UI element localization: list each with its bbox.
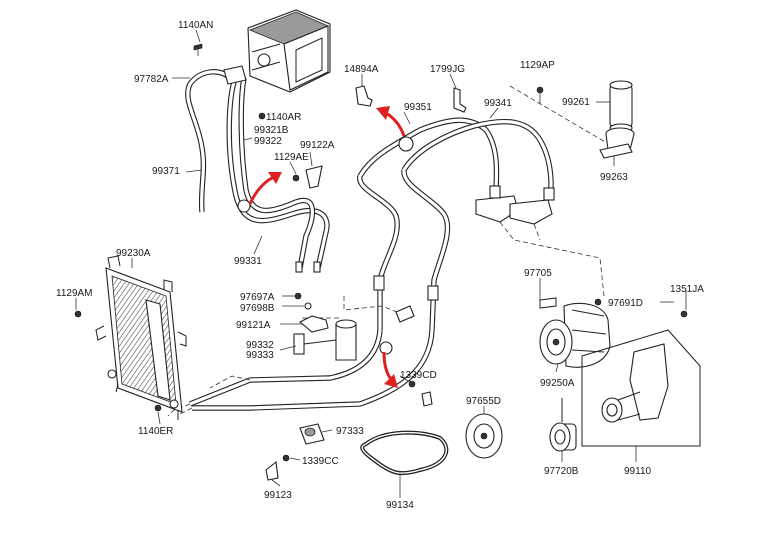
label-99321B: 99321B xyxy=(254,125,289,136)
hose-99351 xyxy=(357,117,500,330)
label-1351JA: 1351JA xyxy=(670,284,704,295)
label-99331: 99331 xyxy=(234,256,262,267)
label-97782A: 97782A xyxy=(134,74,169,85)
label-99122A: 99122A xyxy=(300,140,335,151)
liquid-line-99331 xyxy=(188,275,439,411)
label-99341: 99341 xyxy=(484,98,512,109)
tensioner-97720B xyxy=(549,398,577,452)
clamp-97333 xyxy=(299,423,325,445)
label-14894A: 14894A xyxy=(344,64,379,75)
label-99263: 99263 xyxy=(600,172,628,183)
label-1129AM: 1129AM xyxy=(56,288,93,299)
label-99121A: 99121A xyxy=(236,320,271,331)
hose-99321B xyxy=(223,65,330,273)
label-99332: 99332 xyxy=(246,340,274,351)
label-97333: 97333 xyxy=(336,426,364,437)
heater-hose-99371 xyxy=(185,69,232,213)
drive-belt-99134 xyxy=(360,430,449,476)
label-97698B: 97698B xyxy=(240,303,275,314)
pressure-switch-99121A xyxy=(293,305,415,361)
label-1140ER: 1140ER xyxy=(138,426,173,437)
label-99371: 99371 xyxy=(152,166,180,177)
highlight-arrows xyxy=(248,106,406,388)
label-97697A: 97697A xyxy=(240,292,275,303)
label-97705: 97705 xyxy=(524,268,552,279)
label-1129AE: 1129AE xyxy=(274,152,309,163)
receiver-drier xyxy=(599,80,635,159)
compressor xyxy=(539,297,611,368)
part-labels: 1140AN 97782A 1140AR 99321B 99322 99371 … xyxy=(56,20,704,511)
label-99333: 99333 xyxy=(246,350,274,361)
label-1799JG: 1799JG xyxy=(430,64,465,75)
label-97720B: 97720B xyxy=(544,466,579,477)
evaporator-unit xyxy=(247,9,331,93)
label-1140AR: 1140AR xyxy=(266,112,301,123)
label-99230A: 99230A xyxy=(116,248,151,259)
condenser xyxy=(95,255,187,420)
label-97691D: 97691D xyxy=(608,298,643,309)
label-99110: 99110 xyxy=(624,466,652,477)
idler-pulley-97655D xyxy=(465,413,503,459)
hose-99341 xyxy=(401,118,555,331)
label-99134: 99134 xyxy=(386,500,414,511)
leader-lines xyxy=(75,29,687,498)
clip-1799JG xyxy=(453,87,467,113)
clip-14894A xyxy=(355,85,373,107)
label-99261: 99261 xyxy=(562,97,590,108)
label-99322: 99322 xyxy=(254,136,282,147)
label-1129AP: 1129AP xyxy=(520,60,555,71)
label-1140AN: 1140AN xyxy=(178,20,213,31)
label-99123: 99123 xyxy=(264,490,292,501)
label-99351: 99351 xyxy=(404,102,432,113)
bracket-box-99110 xyxy=(581,329,701,447)
label-99250A: 99250A xyxy=(540,378,575,389)
label-1339CD: 1339CD xyxy=(400,370,437,381)
label-97655D: 97655D xyxy=(466,396,501,407)
bolts xyxy=(74,43,688,462)
label-1339CC: 1339CC xyxy=(302,456,339,467)
bracket-99123 xyxy=(265,460,279,481)
